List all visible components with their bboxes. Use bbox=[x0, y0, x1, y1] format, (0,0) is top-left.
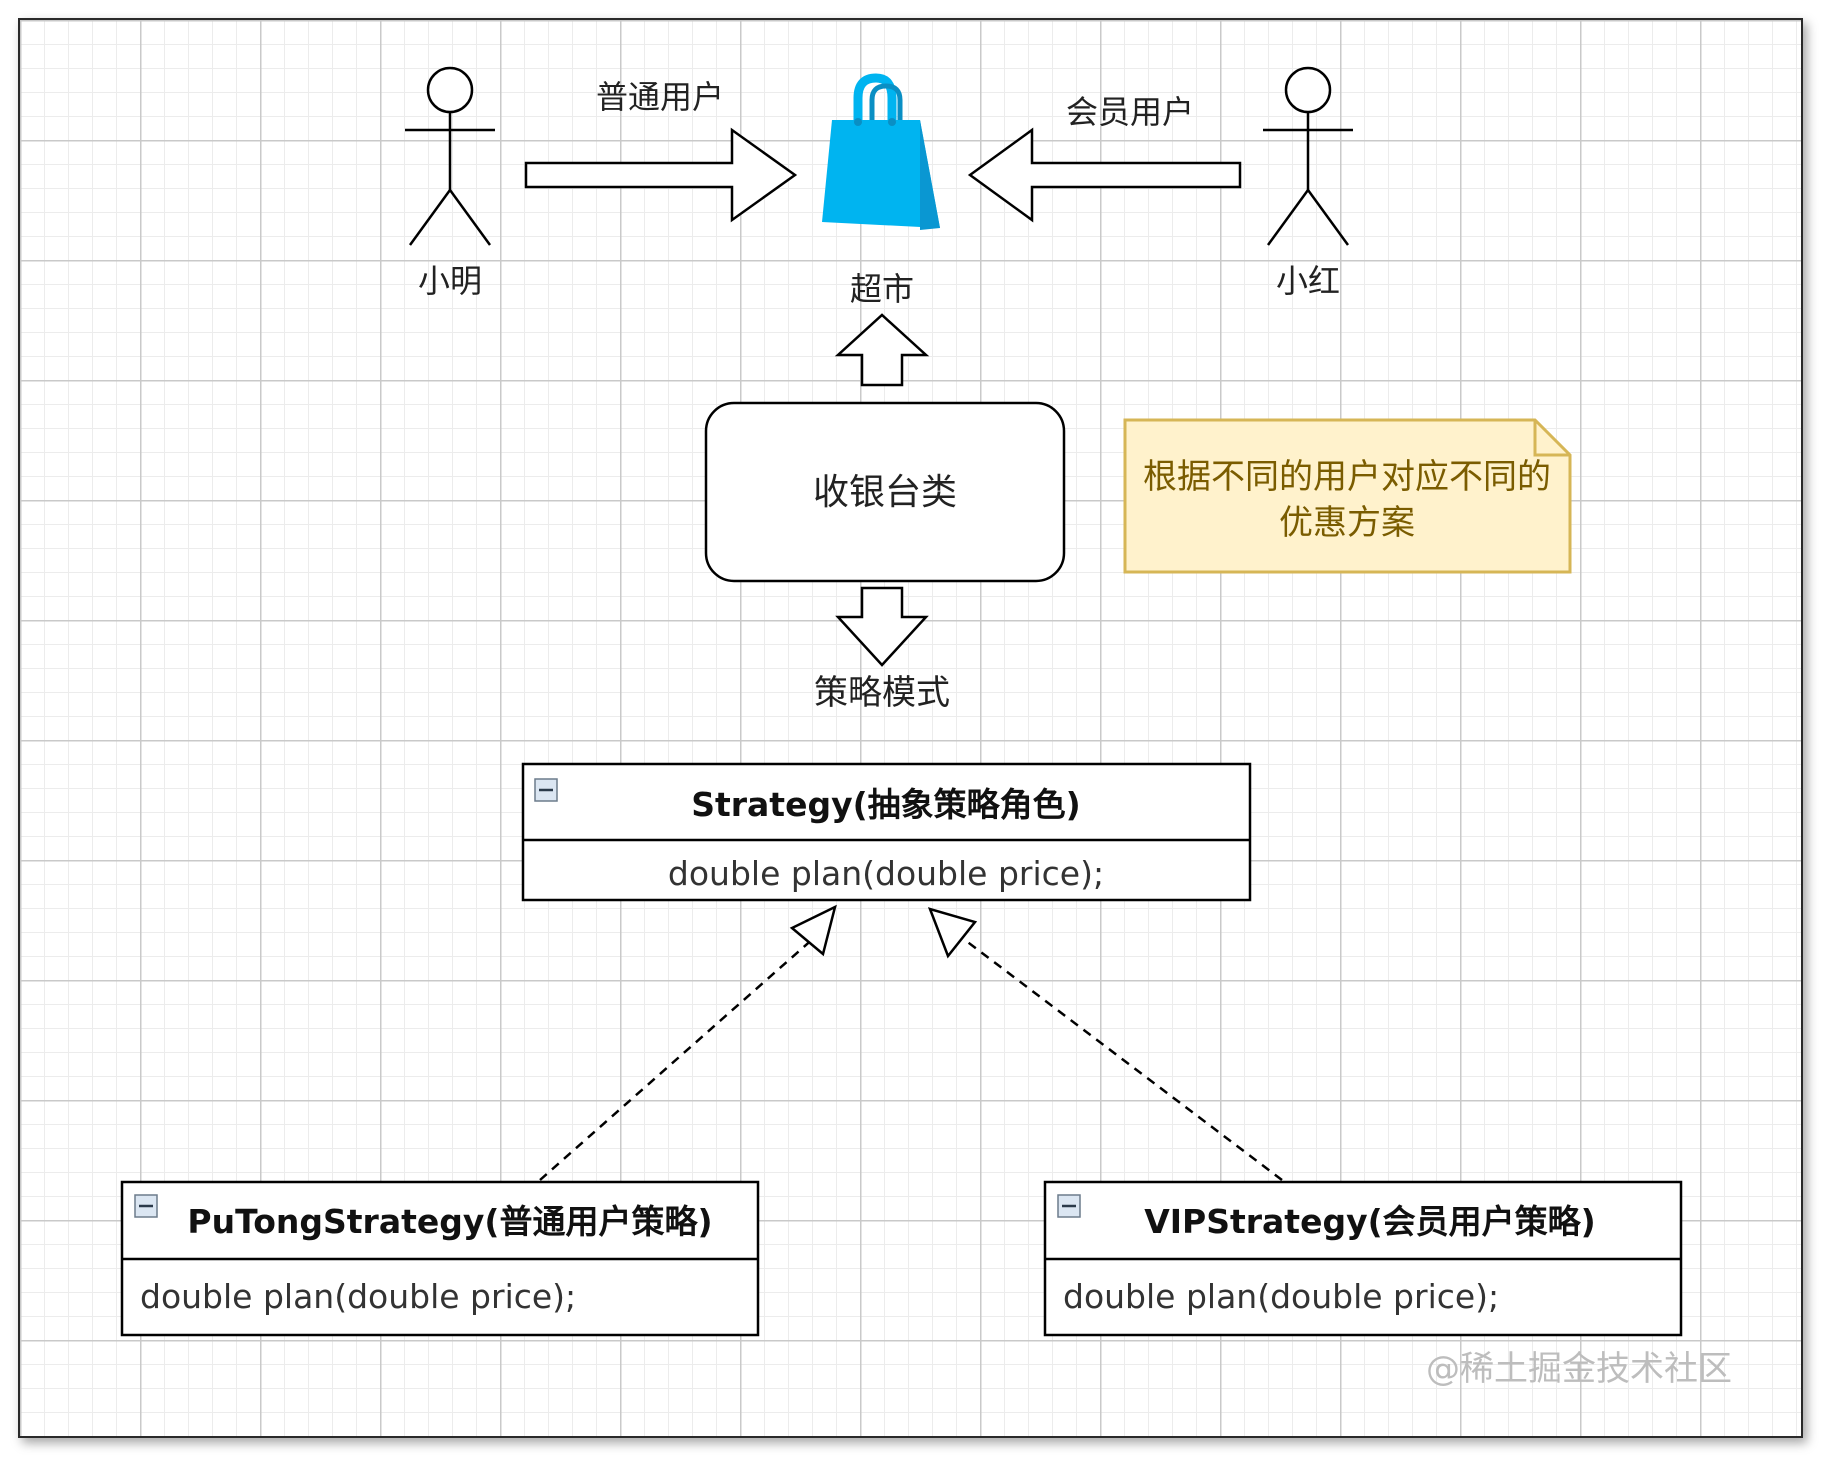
uml-vip-method: double plan(double price); bbox=[1063, 1277, 1499, 1316]
collapse-icon[interactable] bbox=[534, 778, 558, 802]
uml-vip-title: VIPStrategy(会员用户策略) bbox=[1144, 1202, 1596, 1241]
watermark: @稀土掘金技术社区 bbox=[1426, 1349, 1732, 1389]
uml-class-vip bbox=[1043, 1180, 1683, 1337]
uml-putong-method: double plan(double price); bbox=[140, 1277, 576, 1316]
shopping-bag-icon bbox=[822, 73, 940, 230]
down-arrow bbox=[835, 586, 929, 667]
actor-right-label: 小红 bbox=[1276, 262, 1340, 300]
diagram-canvas: 小明 小红 普通用户 会员用户 超市 收银台类 bbox=[18, 18, 1803, 1438]
supermarket-label: 超市 bbox=[850, 270, 914, 308]
uml-class-putong bbox=[120, 1180, 760, 1337]
note-line-2: 优惠方案 bbox=[1279, 503, 1415, 543]
collapse-icon[interactable] bbox=[1057, 1194, 1081, 1218]
diagram-svg: 小明 小红 普通用户 会员用户 超市 收银台类 bbox=[120, 66, 1732, 1389]
note bbox=[1123, 418, 1572, 574]
note-line-1: 根据不同的用户对应不同的 bbox=[1143, 457, 1551, 497]
actor-right-figure bbox=[1263, 66, 1353, 246]
up-arrow bbox=[834, 313, 930, 387]
strategy-pattern-label: 策略模式 bbox=[814, 673, 950, 713]
realization-line-vip bbox=[956, 933, 1283, 1181]
cashier-box bbox=[704, 401, 1066, 583]
realization-line-putong bbox=[539, 936, 816, 1181]
actor-left-figure bbox=[405, 66, 495, 246]
vip-user-arrow bbox=[967, 127, 1242, 223]
uml-class-strategy bbox=[521, 762, 1252, 902]
regular-user-arrow-label: 普通用户 bbox=[596, 78, 724, 116]
uml-strategy-method: double plan(double price); bbox=[668, 854, 1104, 893]
collapse-icon[interactable] bbox=[134, 1194, 158, 1218]
uml-strategy-title: Strategy(抽象策略角色) bbox=[691, 785, 1081, 824]
realization-arrowhead-putong bbox=[789, 904, 837, 957]
regular-user-arrow bbox=[524, 127, 798, 223]
actor-left-label: 小明 bbox=[418, 262, 482, 300]
uml-putong-title: PuTongStrategy(普通用户策略) bbox=[187, 1202, 712, 1241]
vip-user-arrow-label: 会员用户 bbox=[1066, 93, 1194, 131]
realization-arrowhead-vip bbox=[927, 907, 978, 959]
cashier-label: 收银台类 bbox=[813, 472, 957, 513]
